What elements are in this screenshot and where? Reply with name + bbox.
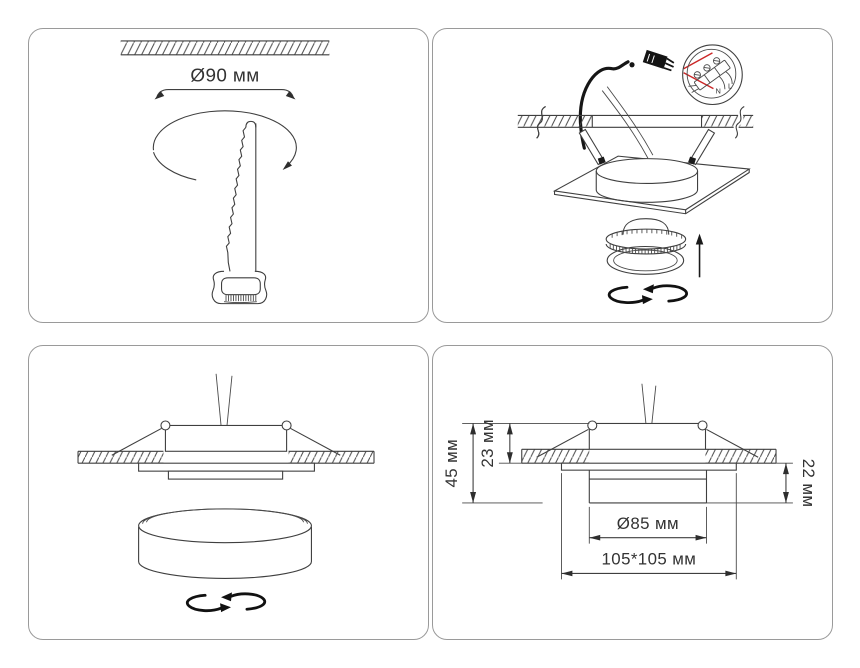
- up-arrow-icon: [695, 233, 704, 278]
- dim-lamp-diameter: Ø85 мм: [588, 506, 707, 544]
- fixture-3d: [552, 128, 751, 215]
- drywall-saw: [211, 120, 268, 305]
- insert-lamp-diagram: [77, 373, 375, 613]
- step-dimensions-panel: 45 мм 23 мм 22 мм: [432, 345, 833, 640]
- cut-circle-arrow-icon: [152, 110, 297, 181]
- lamp-body: [588, 470, 708, 504]
- fixture-section: [77, 373, 375, 480]
- dimensions-diagram: 45 мм 23 мм 22 мм: [442, 383, 818, 580]
- socket-recess: [167, 470, 284, 480]
- dim-overall-size: 105*105 мм: [561, 473, 737, 580]
- total-height-label: 45 мм: [442, 439, 461, 488]
- fixture-wires: [215, 373, 233, 426]
- dim-below-ceiling: 22 мм: [706, 459, 818, 508]
- above-ceiling-height-label: 23 мм: [478, 419, 497, 468]
- dim-total-height: 45 мм: [442, 423, 590, 504]
- step-insert-lamp-panel: [28, 345, 429, 640]
- clip-pivot-left: [587, 420, 598, 431]
- fixture-body: [164, 424, 288, 452]
- terminal-neutral-label: N: [716, 87, 722, 96]
- ceiling-section: [77, 450, 375, 464]
- break-wave-right: [734, 105, 745, 139]
- ceiling-section: [521, 448, 777, 464]
- lamp-bulb: [605, 218, 687, 275]
- rotate-arrows-icon: [185, 592, 267, 613]
- clip-pivot-right: [281, 420, 292, 431]
- fixture-body: [588, 422, 707, 450]
- saw-handle: [211, 270, 268, 305]
- lamp-bulb: [138, 508, 312, 579]
- clip-pivot-right: [697, 420, 708, 431]
- lamp-diameter-label: Ø85 мм: [617, 514, 679, 533]
- below-ceiling-height-label: 22 мм: [799, 459, 818, 508]
- rotate-arrows-icon: [607, 284, 688, 305]
- wiring-diagram: N L: [517, 44, 754, 305]
- hole-diameter-dimension: [154, 89, 296, 100]
- terminal-block: [688, 57, 733, 93]
- wire-connector: [642, 49, 675, 72]
- terminal-live-label: L: [728, 82, 733, 91]
- spring-clip-right: [688, 128, 716, 166]
- dim-above-ceiling: 23 мм: [478, 419, 523, 468]
- ceiling-section: [517, 104, 754, 141]
- cut-hole-diagram: Ø90 мм: [120, 40, 330, 305]
- ceiling-hatch-band: [120, 40, 330, 56]
- clip-pivot-left: [160, 420, 171, 431]
- trim-plate: [138, 462, 315, 472]
- fixture-section: [521, 383, 777, 504]
- step-cut-hole-panel: Ø90 мм: [28, 28, 429, 323]
- trim-plate: [560, 462, 737, 471]
- terminal-block-magnifier: N L: [682, 44, 743, 106]
- spring-clip-left: [578, 128, 606, 166]
- hole-diameter-label: Ø90 мм: [190, 65, 259, 86]
- step-connect-wiring-panel: N L: [432, 28, 833, 323]
- supply-wire: [578, 60, 635, 150]
- overall-size-label: 105*105 мм: [602, 550, 697, 569]
- fixture-wire: [601, 86, 654, 159]
- fixture-wires: [641, 383, 657, 424]
